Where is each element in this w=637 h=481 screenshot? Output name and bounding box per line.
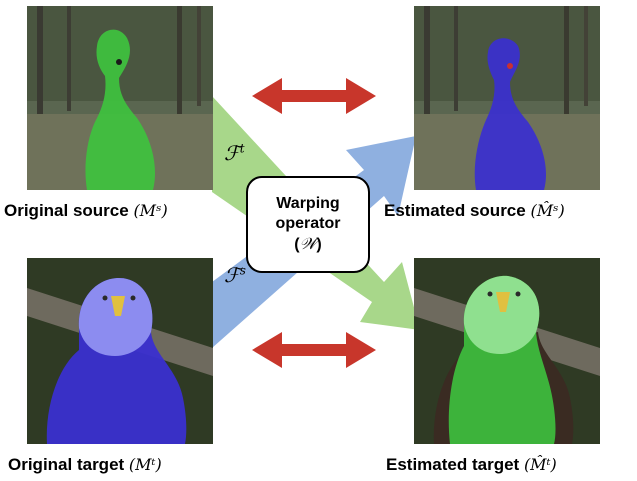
forward-flow-label: ℱt — [224, 141, 245, 165]
backward-flow-label: ℱs — [224, 263, 246, 287]
original-source-image — [27, 6, 213, 190]
original-target-image — [27, 258, 213, 444]
emu-mask — [474, 38, 547, 190]
source-compare-arrow — [252, 78, 376, 114]
original-source-caption: Original source (Mˢ) — [4, 201, 168, 220]
emu-mask — [85, 29, 156, 190]
warping-operator-box: Warping operator (𝒲) — [246, 176, 370, 273]
operator-line-1: Warping — [276, 195, 340, 212]
target-compare-arrow — [252, 332, 376, 368]
estimated-target-caption: Estimated target (M̂ᵗ) — [386, 455, 557, 474]
estimated-target-image — [414, 258, 600, 444]
original-target-caption: Original target (Mᵗ) — [8, 455, 162, 474]
operator-line-2: operator — [275, 215, 341, 232]
estimated-source-caption: Estimated source (M̂ˢ) — [384, 201, 565, 220]
operator-symbol: (𝒲) — [294, 234, 322, 253]
estimated-source-image — [414, 6, 600, 190]
